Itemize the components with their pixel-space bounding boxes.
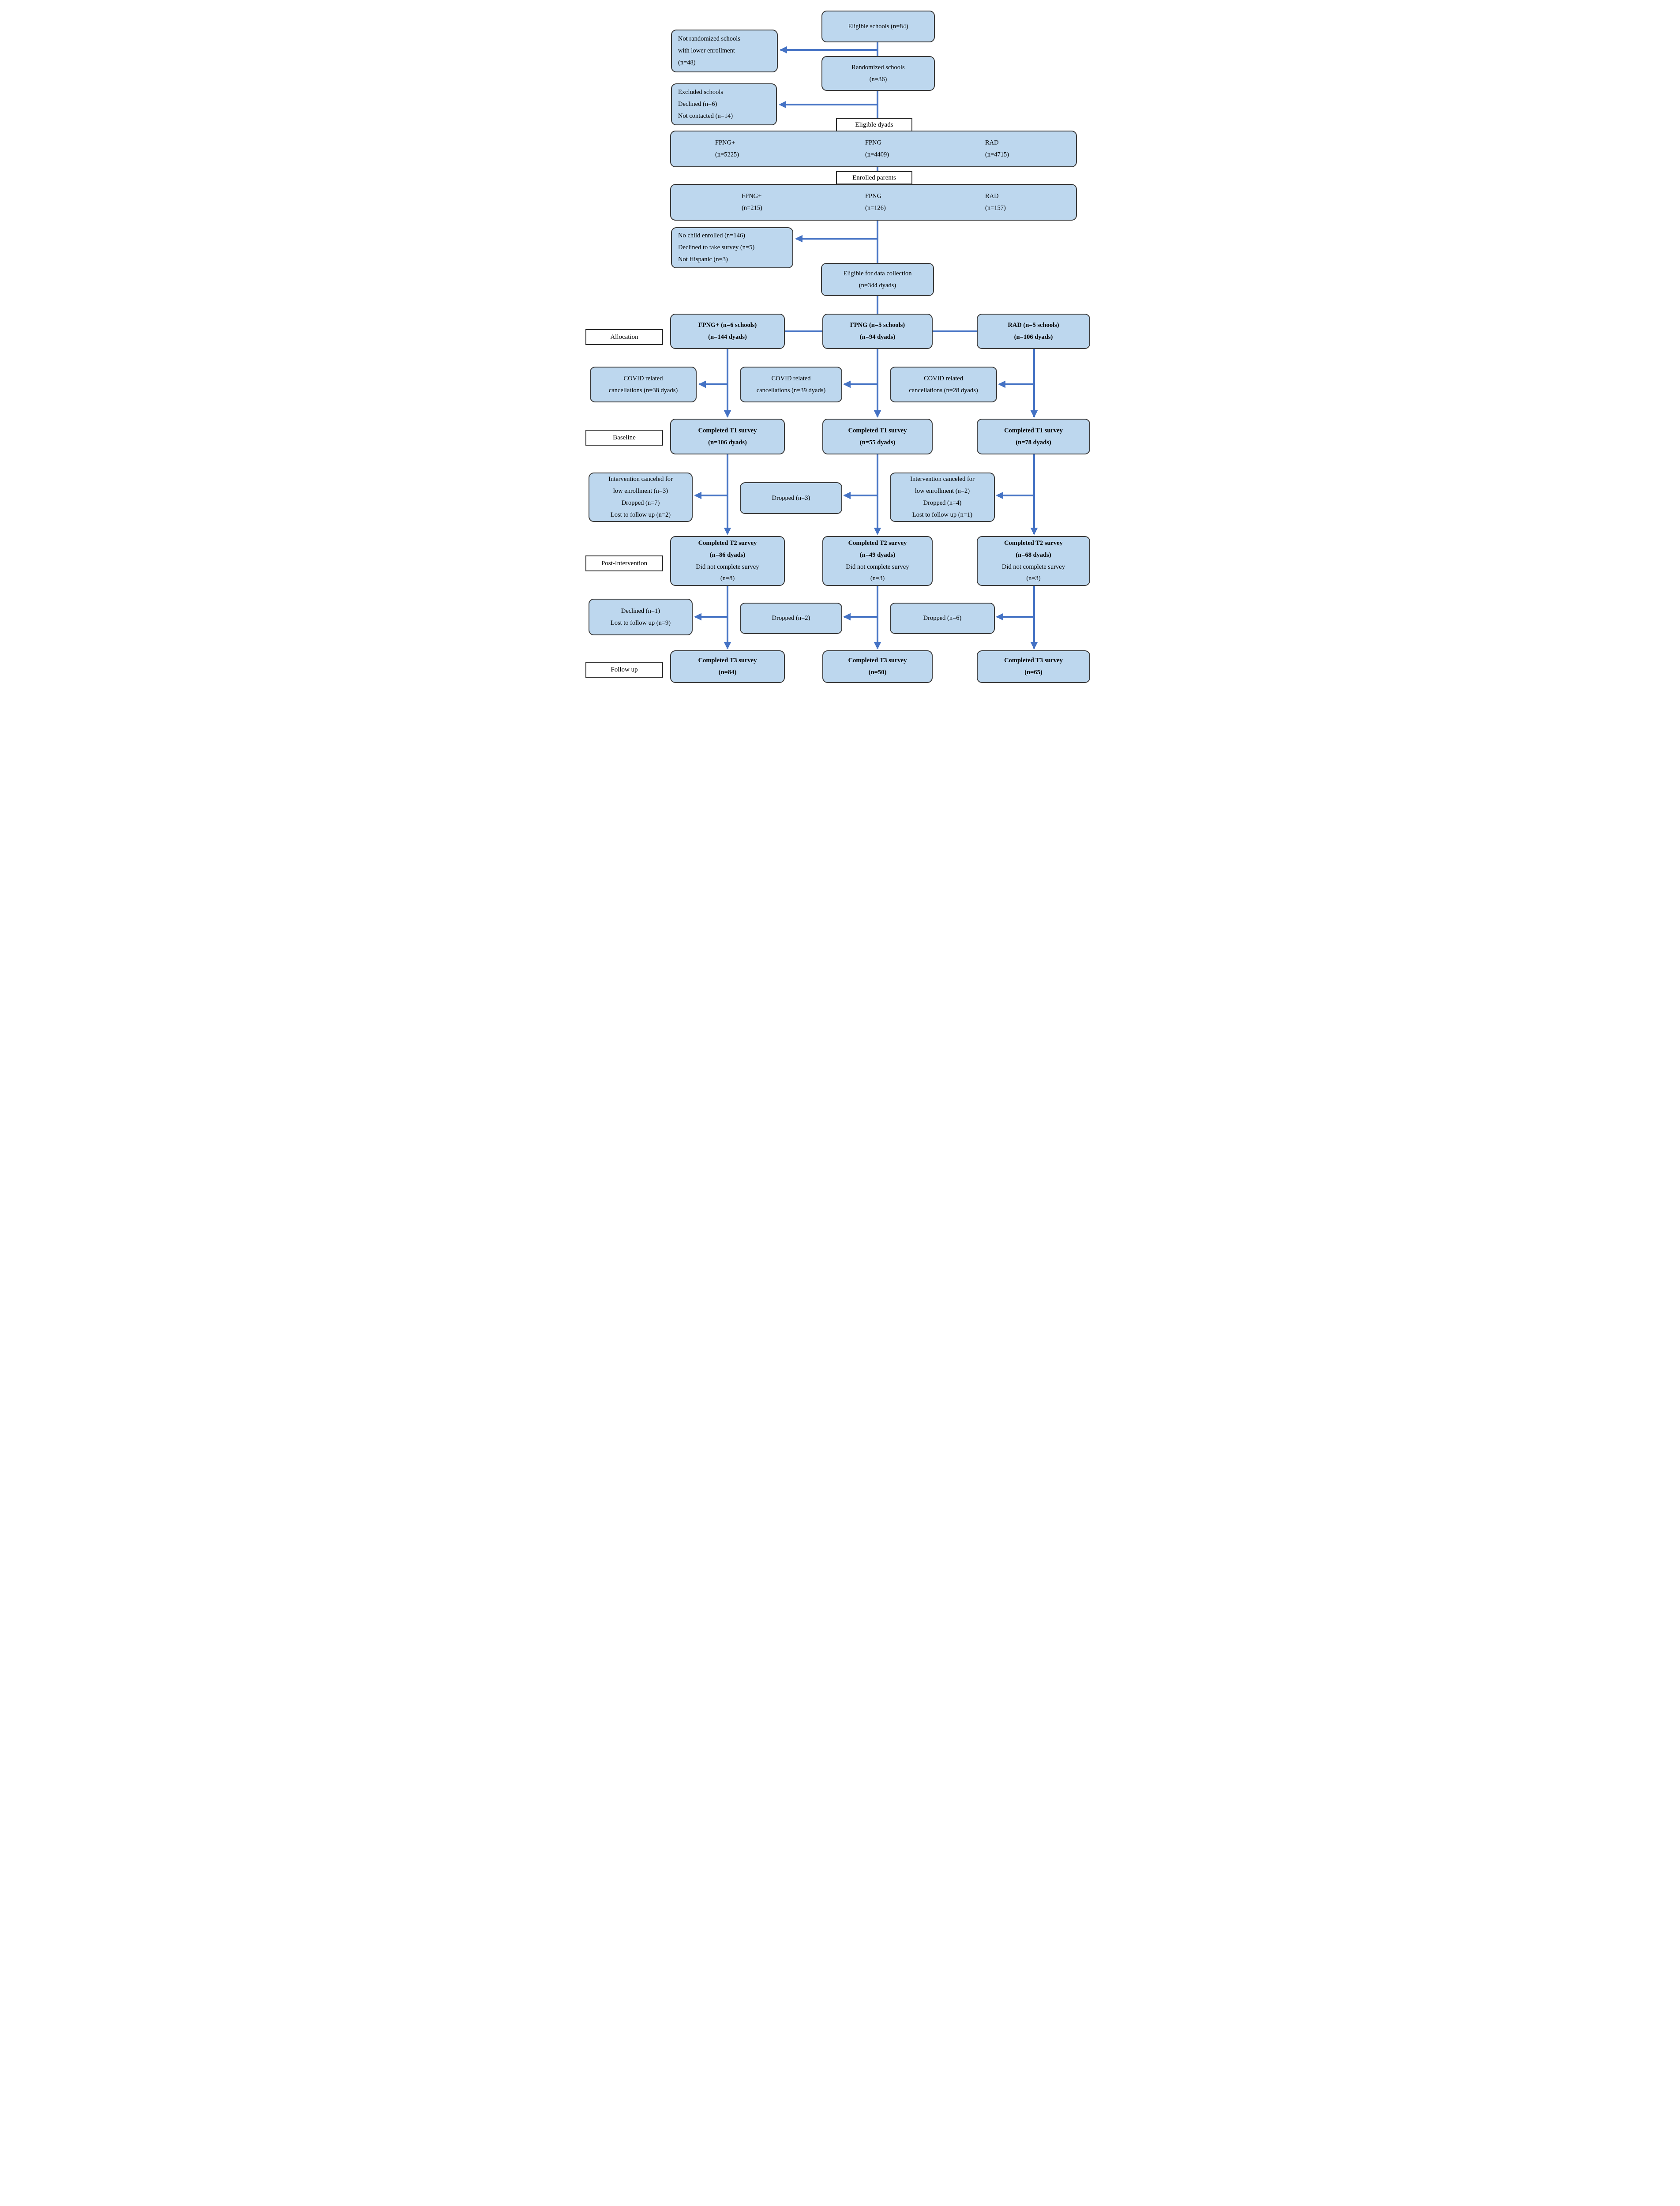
cell-eligible-dyads-rad: RAD (n=4715) — [985, 139, 1009, 158]
flow-connector-arrows — [694, 42, 1038, 649]
label-enrolled-parents: Enrolled parents — [836, 171, 912, 184]
node-not-randomized-schools: Not randomized schools with lower enroll… — [671, 30, 778, 72]
node-t2-survey-rad: Completed T2 survey (n=68 dyads) Did not… — [977, 536, 1090, 586]
cell-enrolled-parents-fpng-plus: FPNG+ (n=215) — [742, 192, 762, 212]
stage-label-follow-up: Follow up — [585, 662, 663, 678]
t2-fpng-not-completed: Did not complete survey (n=3) — [846, 563, 909, 582]
node-t3-survey-fpng-plus: Completed T3 survey (n=84) — [670, 650, 785, 683]
node-covid-cancellations-fpng-plus: COVID related cancellations (n=38 dyads) — [590, 367, 697, 402]
t2-rad-completed: Completed T2 survey (n=68 dyads) — [1004, 539, 1063, 559]
node-allocation-fpng: FPNG (n=5 schools) (n=94 dyads) — [822, 314, 933, 349]
cell-enrolled-parents-rad: RAD (n=157) — [985, 192, 1006, 212]
node-attrition-t1-fpng: Dropped (n=3) — [740, 482, 842, 514]
node-attrition-t2-rad: Dropped (n=6) — [890, 603, 995, 634]
node-randomized-schools: Randomized schools (n=36) — [821, 56, 935, 91]
stage-label-baseline: Baseline — [585, 430, 663, 446]
node-t2-survey-fpng: Completed T2 survey (n=49 dyads) Did not… — [822, 536, 933, 586]
node-t3-survey-fpng: Completed T3 survey (n=50) — [822, 650, 933, 683]
cell-eligible-dyads-fpng: FPNG (n=4409) — [865, 139, 889, 158]
node-covid-cancellations-fpng: COVID related cancellations (n=39 dyads) — [740, 367, 842, 402]
cell-enrolled-parents-fpng: FPNG (n=126) — [865, 192, 886, 212]
node-attrition-t1-fpng-plus: Intervention canceled for low enrollment… — [589, 473, 693, 522]
t2-fpng-plus-not-completed: Did not complete survey (n=8) — [696, 563, 759, 582]
stage-label-allocation: Allocation — [585, 329, 663, 345]
node-eligible-data-collection: Eligible for data collection (n=344 dyad… — [821, 263, 934, 296]
node-pre-collection-exclusions: No child enrolled (n=146) Declined to ta… — [671, 227, 793, 268]
node-covid-cancellations-rad: COVID related cancellations (n=28 dyads) — [890, 367, 997, 402]
t2-fpng-completed: Completed T2 survey (n=49 dyads) — [848, 539, 907, 559]
node-attrition-t1-rad: Intervention canceled for low enrollment… — [890, 473, 995, 522]
node-excluded-schools: Excluded schools Declined (n=6) Not cont… — [671, 83, 777, 125]
node-t3-survey-rad: Completed T3 survey (n=65) — [977, 650, 1090, 683]
band-enrolled-parents: FPNG+ (n=215) FPNG (n=126) RAD (n=157) — [670, 184, 1077, 221]
band-eligible-dyads: FPNG+ (n=5225) FPNG (n=4409) RAD (n=4715… — [670, 131, 1077, 167]
node-attrition-t2-fpng-plus: Declined (n=1) Lost to follow up (n=9) — [589, 599, 693, 635]
stage-label-post-intervention: Post-Intervention — [585, 555, 663, 571]
node-t1-survey-fpng: Completed T1 survey (n=55 dyads) — [822, 419, 933, 454]
node-attrition-t2-fpng: Dropped (n=2) — [740, 603, 842, 634]
label-eligible-dyads: Eligible dyads — [836, 118, 912, 131]
node-t1-survey-fpng-plus: Completed T1 survey (n=106 dyads) — [670, 419, 785, 454]
node-t1-survey-rad: Completed T1 survey (n=78 dyads) — [977, 419, 1090, 454]
t2-fpng-plus-completed: Completed T2 survey (n=86 dyads) — [698, 539, 757, 559]
study-flow-diagram: Eligible schools (n=84) Not randomized s… — [578, 0, 1102, 697]
node-eligible-schools: Eligible schools (n=84) — [821, 11, 935, 42]
node-t2-survey-fpng-plus: Completed T2 survey (n=86 dyads) Did not… — [670, 536, 785, 586]
t2-rad-not-completed: Did not complete survey (n=3) — [1002, 563, 1065, 582]
node-allocation-fpng-plus: FPNG+ (n=6 schools) (n=144 dyads) — [670, 314, 785, 349]
node-allocation-rad: RAD (n=5 schools) (n=106 dyads) — [977, 314, 1090, 349]
cell-eligible-dyads-fpng-plus: FPNG+ (n=5225) — [715, 139, 739, 158]
